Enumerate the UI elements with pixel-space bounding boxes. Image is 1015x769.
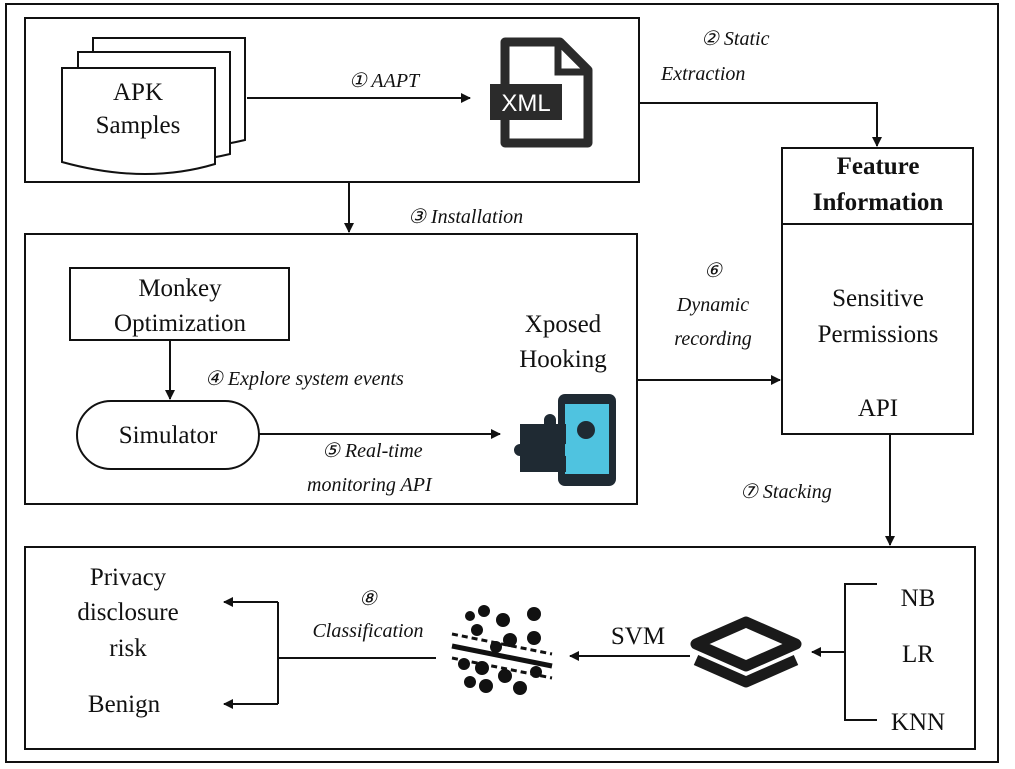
step-static-label-line2: Extraction (660, 63, 745, 85)
step-aapt-label: ① AAPT (349, 70, 421, 92)
step-realtime-line2: monitoring API (307, 474, 433, 496)
step-dynamic-line0: ⑥ (704, 260, 723, 282)
scatter-separator-icon (451, 605, 553, 695)
apk-samples-line2: Samples (96, 112, 181, 139)
svm-label: SVM (611, 623, 665, 650)
xposed-puzzle-phone-icon (514, 394, 616, 486)
step-dynamic-line1: Dynamic (676, 294, 749, 316)
feature-api: API (858, 395, 898, 422)
step-installation-label: ③ Installation (408, 206, 523, 228)
monkey-optimization-box (69, 267, 290, 341)
classifier-nb: NB (901, 585, 936, 612)
feature-permissions: Permissions (818, 321, 939, 348)
feature-title-line1: Feature (837, 153, 920, 180)
feature-sensitive: Sensitive (832, 285, 924, 312)
simulator-label: Simulator (119, 422, 218, 449)
static-extraction-arrow (639, 102, 882, 147)
step-classification-line1: Classification (312, 620, 423, 642)
classifier-knn: KNN (891, 709, 945, 736)
xml-label: XML (501, 90, 550, 117)
classifier-lr: LR (902, 641, 934, 668)
xml-file-icon: XML (490, 37, 593, 148)
apk-samples-line1: APK (113, 79, 163, 106)
output-risk-line3: risk (109, 635, 147, 662)
xposed-label-line1: Xposed (525, 311, 602, 338)
feature-information-box (781, 147, 974, 435)
step-explore-label: ④ Explore system events (205, 368, 404, 390)
step-stacking-label: ⑦ Stacking (740, 481, 832, 503)
apk-samples-document-stack: APK Samples (61, 37, 246, 176)
layers-icon (690, 616, 802, 688)
feature-title-line2: Information (813, 189, 944, 216)
monkey-label-line2: Optimization (114, 310, 246, 337)
step-realtime-line1: ⑤ Real-time (322, 440, 423, 462)
step-classification-line0: ⑧ (359, 588, 378, 610)
monkey-label-line1: Monkey (138, 275, 222, 302)
output-risk-line1: Privacy (90, 564, 167, 591)
output-benign: Benign (88, 691, 161, 718)
step-dynamic-line2: recording (674, 328, 751, 350)
output-risk-line2: disclosure (77, 599, 178, 626)
step-static-label-line1: ② Static (701, 28, 770, 50)
xposed-label-line2: Hooking (519, 346, 607, 373)
